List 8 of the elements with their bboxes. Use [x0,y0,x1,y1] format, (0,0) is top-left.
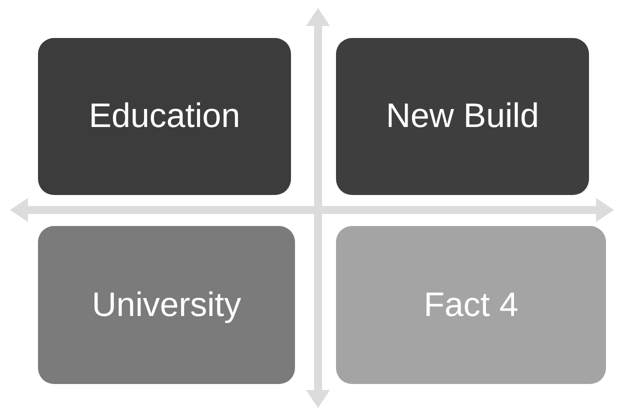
quadrant-box [336,38,589,195]
box-label: Education [88,96,240,138]
box-label: New Build [386,96,540,138]
box-label: Fact 4 [424,284,518,326]
quadrant-box [38,38,291,195]
quadrant-box [336,226,606,384]
box-label: University [92,284,242,326]
quadrant-box [38,226,295,384]
